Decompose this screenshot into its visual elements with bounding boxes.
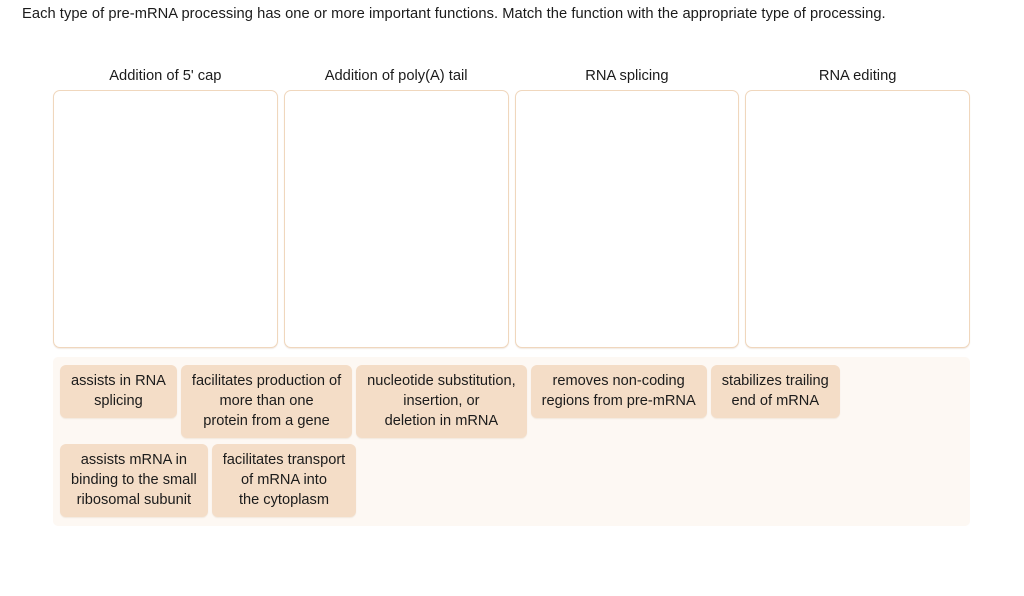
answer-tile[interactable]: assists mRNA in binding to the small ribos…: [60, 444, 208, 517]
category-header-3: RNA editing: [818, 68, 897, 84]
answer-tile-line: binding to the small: [71, 472, 197, 488]
answer-tile[interactable]: facilitates production of more than one pr…: [180, 365, 353, 438]
answer-tile-line: more than one: [219, 393, 314, 409]
matching-area: Addition of 5' cap Addition of poly(A) t…: [53, 66, 970, 348]
answer-tile-line: of mRNA into: [241, 472, 327, 488]
answer-tile-line: insertion, or: [403, 393, 480, 409]
answer-tile-line: assists in RNA: [71, 373, 166, 389]
answer-tile-line: facilitates transport: [222, 452, 346, 468]
dropzone-addition-of-5-cap[interactable]: [53, 90, 278, 348]
answer-tile-line: splicing: [94, 393, 143, 409]
answer-bank: assists in RNA splicing facilitates produc…: [53, 357, 970, 526]
answer-tile-line: stabilizes trailing: [721, 373, 829, 389]
answer-tile-line: facilitates production of: [191, 373, 342, 389]
dropzone-row: [53, 90, 970, 348]
answer-tile-line: deletion in mRNA: [384, 413, 499, 429]
answer-tile-line: the cytoplasm: [238, 492, 330, 508]
answer-tile[interactable]: stabilizes trailing end of mRNA: [710, 365, 840, 418]
dropzone-addition-of-poly-a-tail[interactable]: [283, 90, 509, 348]
answer-tile-line: removes non-coding: [552, 373, 685, 389]
answer-tile[interactable]: removes non-coding regions from pre-mRNA: [530, 365, 707, 418]
answer-tile-line: nucleotide substitution,: [367, 373, 516, 389]
answer-tile[interactable]: assists in RNA splicing: [60, 365, 177, 418]
answer-tile-line: assists mRNA in: [80, 452, 187, 468]
answer-tile-line: end of mRNA: [731, 393, 820, 409]
category-header-1: Addition of poly(A) tail: [324, 68, 468, 84]
answer-tile-line: protein from a gene: [203, 413, 330, 429]
dropzone-rna-splicing[interactable]: [514, 90, 740, 348]
category-header-0: Addition of 5' cap: [109, 68, 222, 84]
answer-tile[interactable]: facilitates transport of mRNA into the cyt…: [211, 444, 357, 517]
answer-tile[interactable]: nucleotide substitution, insertion, or del…: [356, 365, 527, 438]
category-header-2: RNA splicing: [585, 68, 669, 84]
dropzone-rna-editing[interactable]: [745, 90, 970, 348]
category-header-row: Addition of 5' cap Addition of poly(A) t…: [53, 66, 970, 90]
answer-tile-line: regions from pre-mRNA: [541, 393, 696, 409]
answer-bank-tiles: assists in RNA splicing facilitates produc…: [53, 362, 970, 520]
question-prompt: Each type of pre-mRNA processing has one…: [22, 6, 886, 22]
answer-tile-line: ribosomal subunit: [76, 492, 192, 508]
